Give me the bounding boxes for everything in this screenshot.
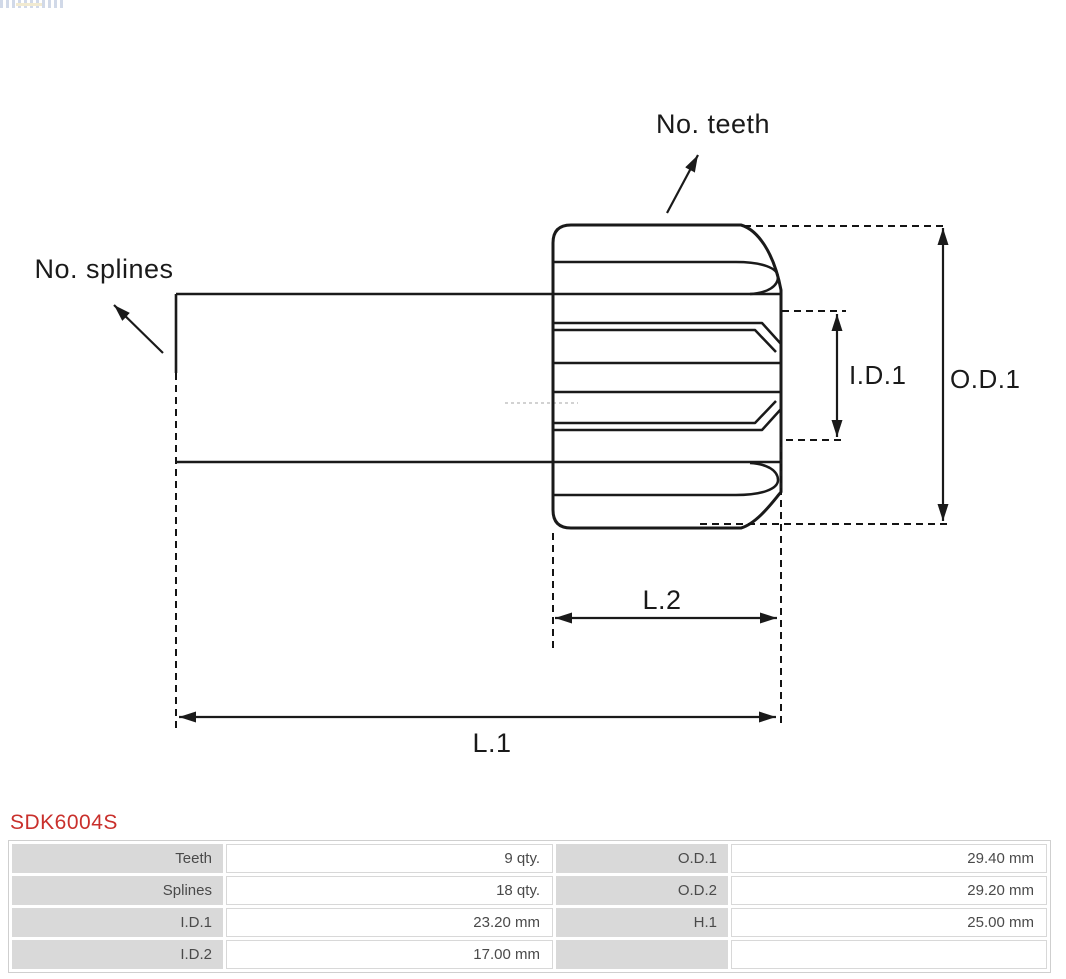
spec-row: Splines 18 qty. O.D.2 29.20 mm	[12, 876, 1047, 905]
spec-value-teeth: 9 qty.	[226, 844, 553, 873]
spec-label-id1: I.D.1	[12, 908, 223, 937]
extension-lines	[175, 225, 948, 728]
part-number: SDK6004S	[10, 811, 118, 834]
label-no-teeth: No. teeth	[656, 109, 770, 139]
spec-value-empty	[731, 940, 1047, 969]
spec-table: Teeth 9 qty. O.D.1 29.40 mm Splines 18 q…	[8, 840, 1051, 973]
spec-value-id1: 23.20 mm	[226, 908, 553, 937]
spec-label-h1: H.1	[556, 908, 728, 937]
gear-teeth-lines	[553, 260, 782, 497]
gear-outline	[551, 223, 783, 530]
spec-label-od1: O.D.1	[556, 844, 728, 873]
spec-value-od1: 29.40 mm	[731, 844, 1047, 873]
pinion-technical-drawing: No. teeth No. splines I.D.1 O.D.1 L.2 L.…	[34, 109, 1020, 758]
spec-label-empty	[556, 940, 728, 969]
spec-row: Teeth 9 qty. O.D.1 29.40 mm	[12, 844, 1047, 873]
spec-row: I.D.2 17.00 mm	[12, 940, 1047, 969]
spec-value-h1: 25.00 mm	[731, 908, 1047, 937]
spec-label-teeth: Teeth	[12, 844, 223, 873]
label-l1: L.1	[472, 728, 511, 758]
splines-leader-arrow	[113, 304, 164, 354]
spec-label-od2: O.D.2	[556, 876, 728, 905]
spec-label-id2: I.D.2	[12, 940, 223, 969]
spec-label-splines: Splines	[12, 876, 223, 905]
label-id1: I.D.1	[849, 360, 906, 390]
spec-value-splines: 18 qty.	[226, 876, 553, 905]
shaft-outline	[174, 292, 553, 464]
label-od1: O.D.1	[950, 364, 1020, 394]
spec-row: I.D.1 23.20 mm H.1 25.00 mm	[12, 908, 1047, 937]
spec-value-od2: 29.20 mm	[731, 876, 1047, 905]
label-l2: L.2	[642, 585, 681, 615]
label-no-splines: No. splines	[34, 254, 173, 284]
teeth-leader-arrow	[666, 154, 699, 214]
spec-value-id2: 17.00 mm	[226, 940, 553, 969]
clipped-logo	[0, 0, 64, 8]
